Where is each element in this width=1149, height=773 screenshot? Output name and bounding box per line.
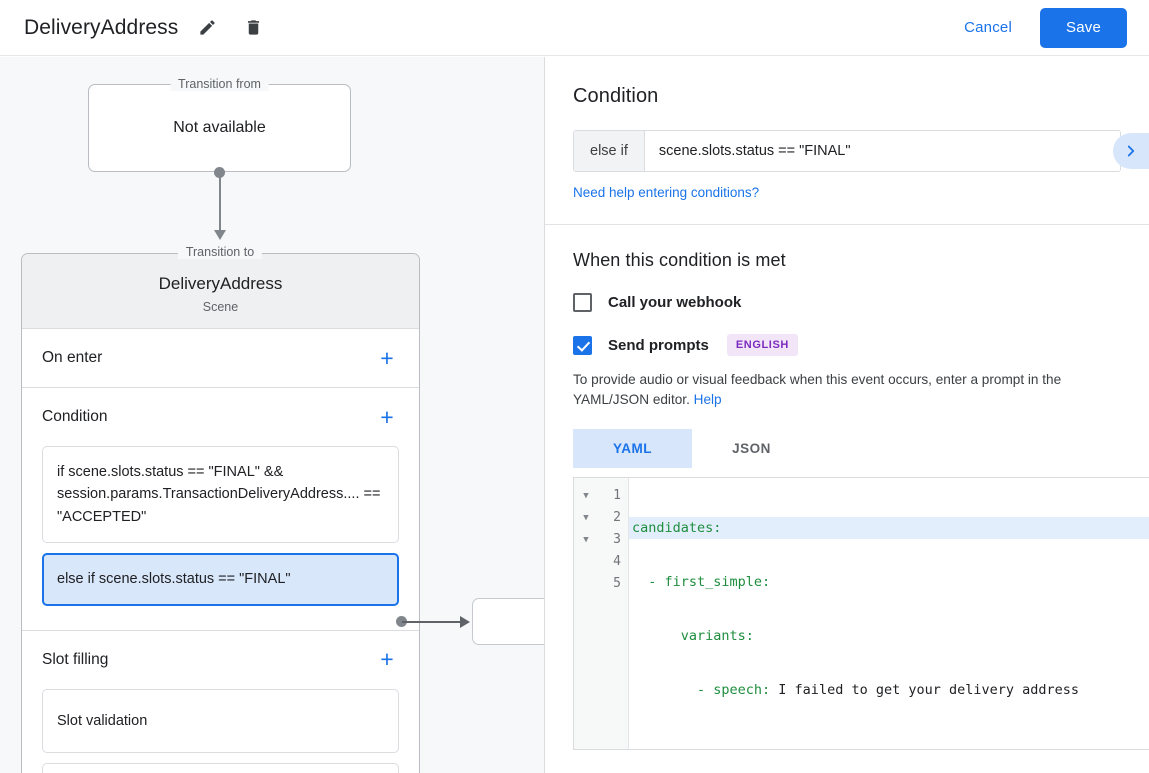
section-condition-title: Condition <box>42 408 108 425</box>
section-slot-filling-header: Slot filling + <box>42 631 399 689</box>
code-token-key: - first_simple: <box>632 573 771 590</box>
pencil-icon[interactable] <box>190 11 224 45</box>
condition-item-selected[interactable]: else if scene.slots.status == "FINAL" <box>42 553 399 606</box>
code-token-key: candidates: <box>632 519 722 536</box>
slot-item-validation[interactable]: Slot validation <box>42 688 399 754</box>
edge-arrow-right-icon <box>460 616 470 628</box>
code-line: - speech: I failed to get your delivery … <box>629 679 1149 701</box>
code-token-value: I failed to get your delivery address <box>770 681 1080 698</box>
add-on-enter-button[interactable]: + <box>380 344 394 371</box>
section-on-enter: On enter + <box>22 329 419 388</box>
code-line: candidates: <box>629 516 1149 539</box>
fold-toggle-icon[interactable]: ▼ <box>583 534 589 545</box>
send-prompts-row[interactable]: Send prompts ENGLISH <box>573 334 1121 356</box>
section-condition-header: Condition + <box>42 388 399 446</box>
code-editor[interactable]: ▼1 ▼2 ▼3 4 5 candidates: - first_simple:… <box>573 476 1149 750</box>
call-webhook-label: Call your webhook <box>608 294 742 311</box>
gutter-line: 4 <box>574 551 628 573</box>
condition-help-link[interactable]: Need help entering conditions? <box>573 185 760 200</box>
line-number: 4 <box>613 554 621 570</box>
line-number: 2 <box>613 510 621 526</box>
condition-list: if scene.slots.status == "FINAL" && sess… <box>42 446 399 630</box>
slot-list: Slot validation TransactionDeliveryAddre… <box>42 688 399 773</box>
code-token-key: variants: <box>632 627 754 644</box>
code-line <box>629 733 1149 749</box>
edge-vertical-line <box>219 172 221 234</box>
target-node-stub[interactable] <box>472 598 545 645</box>
when-condition-met-block: When this condition is met Call your web… <box>545 225 1149 468</box>
transition-to-legend: Transition to <box>177 245 263 259</box>
spacer-after-help <box>573 202 1121 224</box>
line-number: 5 <box>613 576 621 592</box>
cancel-button[interactable]: Cancel <box>950 11 1026 44</box>
section-condition: Condition + if scene.slots.status == "FI… <box>22 388 419 631</box>
save-button[interactable]: Save <box>1040 7 1127 48</box>
details-pane: Condition else if Need help entering con… <box>545 57 1149 773</box>
transition-from-value: Not available <box>173 119 266 136</box>
scene-header: DeliveryAddress Scene <box>22 254 419 329</box>
add-condition-button[interactable]: + <box>380 403 394 430</box>
condition-output-dot <box>396 616 407 627</box>
gutter-line: 5 <box>574 573 628 595</box>
edge-arrow-down-icon <box>213 230 226 240</box>
scene-name: DeliveryAddress <box>158 274 283 293</box>
code-line: - first_simple: <box>629 571 1149 593</box>
webhook-row[interactable]: Call your webhook <box>573 293 1121 312</box>
fold-toggle-icon[interactable]: ▼ <box>583 490 589 501</box>
editor-gutter: ▼1 ▼2 ▼3 4 5 <box>574 477 629 749</box>
collapse-panel-button[interactable] <box>1113 133 1149 169</box>
section-slot-filling: Slot filling + Slot validation Transacti… <box>22 630 419 773</box>
prompts-helper-text: To provide audio or visual feedback when… <box>573 370 1121 411</box>
condition-input[interactable] <box>644 131 1120 171</box>
add-slot-button[interactable]: + <box>380 646 394 673</box>
gutter-line: ▼1 <box>574 485 628 507</box>
editor-code-area[interactable]: candidates: - first_simple: variants: - … <box>629 478 1149 749</box>
section-divider <box>545 224 1149 225</box>
gutter-line: ▼2 <box>574 507 628 529</box>
scene-type: Scene <box>202 300 239 314</box>
slot-item-transaction-delivery-address[interactable]: TransactionDeliveryAddress <box>42 763 399 773</box>
transition-from-legend: Transition from <box>170 77 269 91</box>
section-on-enter-title: On enter <box>42 349 103 366</box>
line-number: 1 <box>613 488 621 504</box>
top-app-bar: DeliveryAddress Cancel Save <box>0 0 1149 56</box>
flow-graph-canvas[interactable]: Transition from Not available Transition… <box>0 57 545 773</box>
code-token-key: - speech: <box>632 681 771 698</box>
when-met-heading: When this condition is met <box>573 250 786 270</box>
trash-icon[interactable] <box>236 11 270 45</box>
condition-item[interactable]: if scene.slots.status == "FINAL" && sess… <box>42 446 399 544</box>
details-heading: Condition <box>573 85 659 107</box>
edge-horizontal-line <box>402 621 462 623</box>
send-prompts-label: Send prompts <box>608 336 709 354</box>
transition-to-node: DeliveryAddress Scene On enter + Conditi… <box>21 253 420 773</box>
condition-block: Condition else if Need help entering con… <box>545 57 1149 224</box>
prompts-helper-sentence: To provide audio or visual feedback when… <box>573 372 1062 408</box>
tab-json[interactable]: JSON <box>732 440 771 456</box>
tab-yaml[interactable]: YAML <box>573 428 692 468</box>
condition-prefix-label: else if <box>574 131 645 171</box>
page-title: DeliveryAddress <box>24 15 179 39</box>
send-prompts-checkbox[interactable] <box>573 335 592 355</box>
panel-divider <box>544 57 545 773</box>
prompts-help-link[interactable]: Help <box>693 392 722 408</box>
code-line: variants: <box>629 625 1149 647</box>
gutter-line: ▼3 <box>574 529 628 551</box>
line-number: 3 <box>613 532 621 548</box>
chevron-right-icon <box>1127 145 1135 157</box>
section-slot-filling-title: Slot filling <box>42 650 109 668</box>
transition-from-node[interactable]: Transition from Not available <box>88 77 351 172</box>
call-webhook-checkbox[interactable] <box>573 293 592 312</box>
section-on-enter-header: On enter + <box>42 329 399 387</box>
condition-field-row: else if <box>573 130 1121 172</box>
editor-format-tabs: YAML JSON <box>573 428 1121 468</box>
language-badge: ENGLISH <box>726 334 798 356</box>
fold-toggle-icon[interactable]: ▼ <box>583 512 589 523</box>
